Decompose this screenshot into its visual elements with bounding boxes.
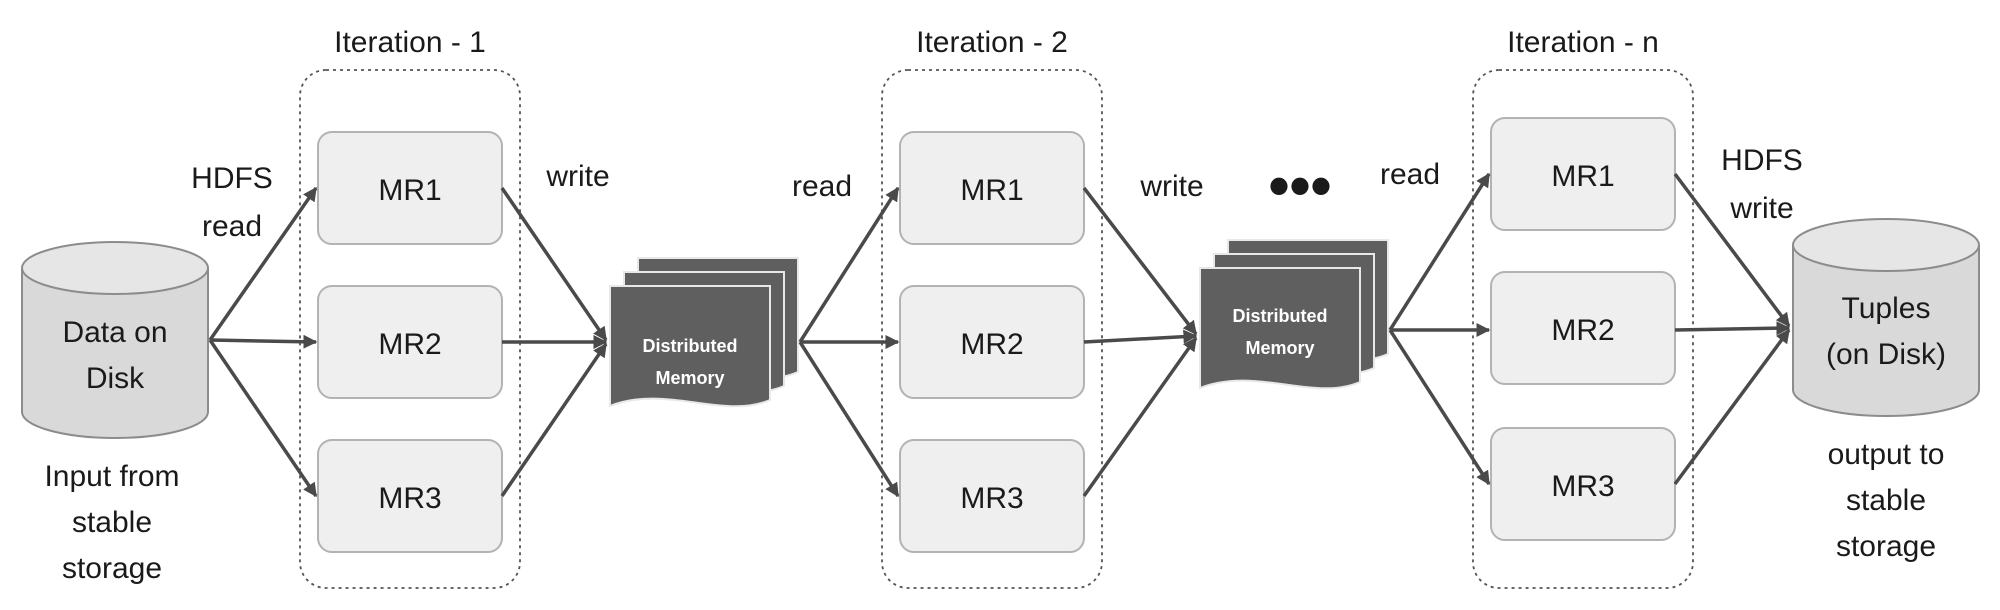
mr3-label: MR3 [1551, 470, 1614, 503]
iteration-n-title: Iteration - n [1507, 26, 1659, 59]
ellipsis-more-iterations: ••• [1268, 152, 1331, 219]
hdfs-read-label-line-2: read [202, 210, 262, 243]
input-caption-line-3: storage [62, 552, 162, 585]
memory-label-line-2: Memory [655, 368, 724, 388]
mr1-label: MR1 [378, 174, 441, 207]
arrow-mr3-to-output [1673, 328, 1791, 486]
arrow-memory-to-mr3 [798, 341, 900, 498]
arrow-memory-to-mr1 [798, 186, 900, 343]
write-label-1: write [545, 160, 609, 193]
arrow-mr3-to-memory [500, 342, 608, 497]
read-label-n: read [1380, 158, 1440, 191]
input-disk-top [21, 241, 209, 295]
iteration-1: Iteration - 1 MR1 MR2 MR3 [299, 26, 521, 589]
write-label-2: write [1139, 170, 1203, 203]
arrow-input-to-mr1 [208, 186, 318, 342]
flow-arrows [208, 172, 1791, 498]
output-disk-top [1792, 218, 1980, 272]
input-disk-label-line-2: Disk [86, 362, 145, 395]
memory-sheet-front [609, 285, 771, 408]
distributed-memory-1: Distributed Memory [609, 257, 799, 408]
iteration-1-frame [299, 69, 521, 589]
mr3-label: MR3 [960, 482, 1023, 515]
iteration-2: Iteration - 2 MR1 MR2 MR3 [881, 26, 1103, 589]
output-disk-label-line-1: Tuples [1842, 292, 1931, 325]
memory-label-line-1: Distributed [642, 336, 737, 356]
distributed-memory-2: Distributed Memory [1199, 239, 1389, 390]
mr2-job [1490, 271, 1676, 385]
arrow-mr1-to-memory [1082, 186, 1198, 336]
memory-sheet-front [1199, 267, 1361, 390]
iteration-n: Iteration - n MR1 MR2 MR3 [1472, 26, 1694, 589]
output-disk-body [1792, 245, 1980, 417]
arrow-memory-to-mr1 [1388, 172, 1491, 331]
input-disk-body [21, 268, 209, 439]
output-caption-line-3: storage [1836, 530, 1936, 563]
arrow-mr1-to-memory [500, 187, 608, 342]
mr2-label: MR2 [960, 328, 1023, 361]
input-caption-line-1: Input from [44, 460, 179, 493]
read-label-2: read [792, 170, 852, 203]
arrow-mr3-to-memory [1082, 336, 1198, 498]
input-disk-label-line-1: Data on [62, 316, 167, 349]
mr3-label: MR3 [378, 482, 441, 515]
arrow-input-to-mr2 [209, 334, 318, 349]
memory-label-line-2: Memory [1245, 338, 1314, 358]
hdfs-read-label-line-1: HDFS [191, 162, 273, 195]
arrow-mr1-to-output [1673, 172, 1791, 328]
input-caption-line-2: stable [72, 506, 152, 539]
output-disk: Tuples (on Disk) [1792, 218, 1980, 417]
memory-label-line-1: Distributed [1232, 306, 1327, 326]
iteration-2-title: Iteration - 2 [916, 26, 1068, 59]
hdfs-write-label-line-1: HDFS [1721, 144, 1803, 177]
input-disk: Data on Disk [21, 241, 209, 439]
output-caption-line-2: stable [1846, 484, 1926, 517]
arrow-mr2-to-memory [1083, 329, 1198, 344]
arrow-memory-to-mr3 [1388, 329, 1491, 486]
iteration-2-frame [881, 69, 1103, 589]
output-caption-line-1: output to [1828, 438, 1945, 471]
mr1-label: MR1 [960, 174, 1023, 207]
output-disk-label-line-2: (on Disk) [1826, 338, 1946, 371]
mr2-label: MR2 [378, 328, 441, 361]
mr1-label: MR1 [1551, 160, 1614, 193]
arrow-mr2-to-output [1674, 321, 1791, 336]
mr2-label: MR2 [1551, 314, 1614, 347]
iteration-1-title: Iteration - 1 [334, 26, 486, 59]
hdfs-write-label-line-2: write [1729, 192, 1793, 225]
arrow-input-to-mr3 [208, 339, 318, 498]
